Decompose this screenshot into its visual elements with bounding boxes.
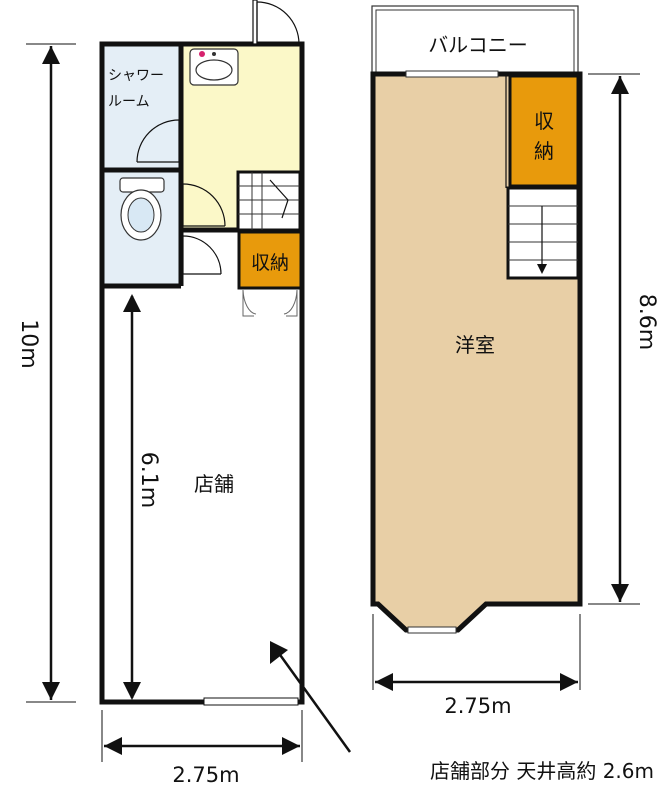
shop-front-window xyxy=(203,697,299,706)
toilet-door xyxy=(182,183,226,227)
upper-width-dimension xyxy=(372,614,581,691)
total-length-dimension xyxy=(26,43,76,703)
storage-doors xyxy=(242,289,298,317)
storage-label-upper-line2: 納 xyxy=(534,139,554,163)
upper-floor-plan: バルコニー 収 納 洋室 8.6m xyxy=(370,5,659,718)
balcony-area xyxy=(371,5,579,75)
ground-width-label: 2.75m xyxy=(172,763,239,787)
hall-area xyxy=(181,230,239,286)
shop-length-label: 6.1m xyxy=(136,452,161,508)
ground-floor-plan: シャワー ルーム 収納 店舗 10m 6.1m 2.75m xyxy=(16,0,654,787)
storage-box-upper xyxy=(508,74,580,188)
ground-outer-wall xyxy=(99,41,305,705)
upper-length-dimension xyxy=(588,73,640,605)
ceiling-note-pointer xyxy=(270,641,352,753)
entry-door xyxy=(252,0,300,45)
western-room-label: 洋室 xyxy=(455,333,495,357)
upper-stair-treads xyxy=(508,205,578,274)
hall-door xyxy=(182,235,222,275)
shower-door xyxy=(136,119,180,163)
washbasin-icon xyxy=(189,48,239,86)
ground-stair-treads xyxy=(238,172,300,230)
balcony-label: バルコニー xyxy=(428,33,528,57)
shower-room-label-line2: ルーム xyxy=(108,94,150,110)
ground-stairs xyxy=(236,170,302,232)
storage-box-ground xyxy=(237,230,303,290)
ground-width-dimension xyxy=(101,710,303,762)
storage-label-ground: 収納 xyxy=(251,252,289,274)
total-length-label: 10m xyxy=(16,319,41,368)
toilet-icon xyxy=(119,177,165,241)
ground-interior-walls xyxy=(102,44,239,289)
upper-width-label: 2.75m xyxy=(444,694,511,718)
bay-window xyxy=(407,626,457,634)
shop-label: 店舗 xyxy=(194,472,234,496)
upper-length-label: 8.6m xyxy=(634,294,659,350)
shower-room-area xyxy=(103,44,181,168)
shop-length-dimension xyxy=(123,294,141,700)
ceiling-height-note: 店舗部分 天井高約 2.6m xyxy=(430,759,654,783)
storage-label-upper-line1: 収 xyxy=(534,109,554,133)
upper-stairs xyxy=(506,186,580,280)
upper-top-window xyxy=(405,70,499,78)
shower-room-label-line1: シャワー xyxy=(108,68,164,84)
